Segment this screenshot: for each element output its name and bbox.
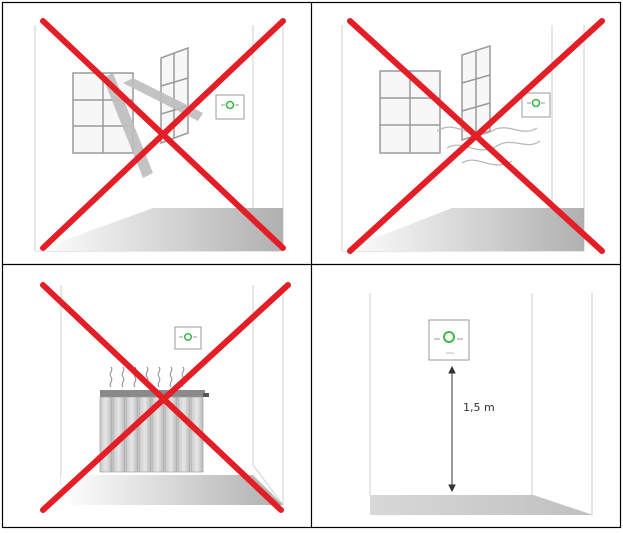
thermostat-icon <box>429 320 469 360</box>
height-arrow-icon <box>449 367 455 491</box>
thermostat-icon <box>175 327 201 349</box>
thermostat-icon <box>216 95 244 119</box>
floor <box>370 495 592 515</box>
thermostat-icon <box>522 93 550 117</box>
floor <box>342 208 584 251</box>
panel-window-sun <box>3 3 311 264</box>
panel-correct-placement: 1,5 m <box>312 265 620 527</box>
height-label: 1,5 m <box>463 401 495 414</box>
panel-radiator-heat <box>3 265 311 527</box>
panel-window-draft <box>312 3 620 264</box>
radiator-icon <box>100 390 209 472</box>
